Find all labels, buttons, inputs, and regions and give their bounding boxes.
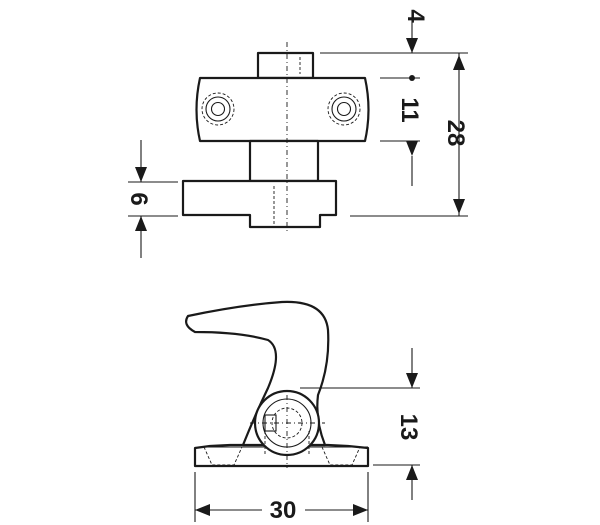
side-view: [185, 300, 370, 468]
head-plate: [195, 76, 370, 143]
screw-hole-left: [201, 92, 235, 126]
top-view: [181, 42, 370, 234]
dimension-label-6: 6: [125, 192, 152, 205]
dimension-tab-height: 6: [125, 140, 178, 258]
screw-hole-right: [327, 92, 361, 126]
dimension-label-30: 30: [270, 497, 297, 524]
dimension-label-13: 13: [395, 414, 422, 441]
stem: [248, 139, 320, 183]
dimension-hook-height: 13: [300, 348, 422, 500]
dimension-total-height: 28: [442, 53, 469, 216]
dimension-label-28: 28: [442, 120, 469, 147]
lower-body-with-tab: [181, 179, 338, 229]
dimension-overall-width: 30: [194, 472, 369, 524]
dimension-label-4: 4: [402, 9, 429, 23]
dimension-label-11: 11: [396, 97, 423, 122]
top-pin: [256, 51, 315, 80]
dimension-head-height: 11: [396, 97, 423, 186]
dimension-top-gap: 4: [402, 9, 429, 81]
